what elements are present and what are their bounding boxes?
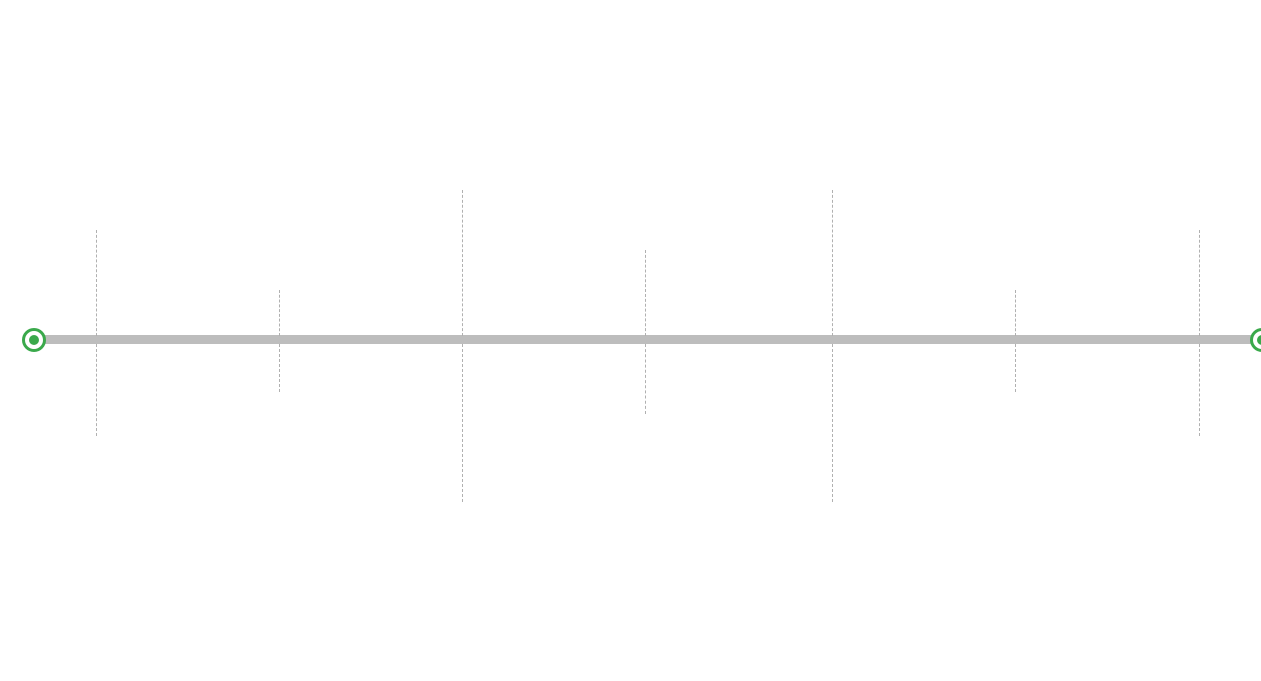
connector-top-1	[96, 230, 97, 336]
label-online-mall: 网上商城	[950, 440, 1080, 473]
car-showroom-photo	[397, 584, 527, 676]
label-car-trade: 汽车贸易	[397, 550, 527, 583]
dashboard-title: 设备使用人群信息大数据	[971, 124, 1059, 134]
label-health-management: 大健康管理	[950, 212, 1080, 245]
connector-bottom-3	[462, 344, 463, 502]
health-food-photo	[31, 60, 161, 148]
nasdaq-listing-photo: Nasdaq AIHS NasdaqListed	[767, 586, 897, 678]
timeline-axis	[30, 335, 1261, 344]
connector-top-2	[279, 290, 280, 336]
online-mall-photo	[950, 474, 1080, 562]
connector-bottom-6	[1015, 344, 1016, 392]
connector-bottom-5	[832, 344, 833, 502]
label-wellness: 科技养生	[767, 110, 897, 143]
training-center-photo	[580, 498, 710, 586]
nasdaq-ticker: AIHS	[831, 626, 874, 647]
label-skincare: 护肤品	[214, 212, 344, 245]
media-office-photo	[214, 474, 344, 562]
health-dashboard-photo: 设备使用人群信息大数据	[950, 120, 1080, 208]
daily-goods-photo	[397, 18, 527, 106]
label-health-food: 健康食品	[31, 152, 161, 185]
timeline-end-node	[1250, 328, 1261, 352]
hotel-building-photo	[580, 77, 710, 165]
connector-top-3	[462, 190, 463, 336]
label-hotel: 连锁酒店	[580, 169, 710, 202]
connector-bottom-4	[645, 344, 646, 414]
label-food: 餐饮美食	[1135, 152, 1261, 185]
bakery-food-photo	[1135, 60, 1261, 148]
connector-top-6	[1015, 290, 1016, 336]
label-education: 教育培训	[580, 464, 710, 497]
nasdaq-brand: Nasdaq	[827, 596, 880, 612]
handshake-photo	[1135, 520, 1261, 608]
label-real-estate: 房地产	[31, 486, 161, 519]
label-daily-goods: 日用品	[397, 110, 527, 143]
nasdaq-subtitle: NasdaqListed	[822, 651, 883, 661]
label-smart-travel: 智慧出行	[767, 552, 897, 585]
connector-bottom-1	[96, 344, 97, 436]
skincare-photo	[214, 120, 344, 208]
connector-top-5	[832, 190, 833, 336]
connector-top-7	[1199, 230, 1200, 336]
wellness-lounge-photo	[767, 18, 897, 106]
connector-top-4	[645, 250, 646, 336]
label-low-carbon: 低碳环保	[1135, 486, 1261, 519]
label-media: 文化传媒	[214, 440, 344, 473]
connector-bottom-2	[279, 344, 280, 392]
timeline-start-node	[22, 328, 46, 352]
real-estate-photo	[31, 520, 161, 608]
connector-bottom-7	[1199, 344, 1200, 436]
